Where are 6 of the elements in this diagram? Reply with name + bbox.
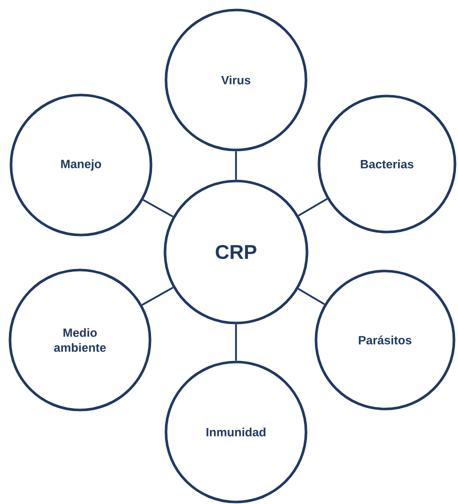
connector-line	[142, 199, 174, 218]
connector-line	[298, 288, 325, 306]
connector-line	[142, 286, 174, 306]
connector-line	[235, 151, 237, 180]
connector-line	[235, 324, 237, 361]
connector-line	[298, 198, 328, 216]
